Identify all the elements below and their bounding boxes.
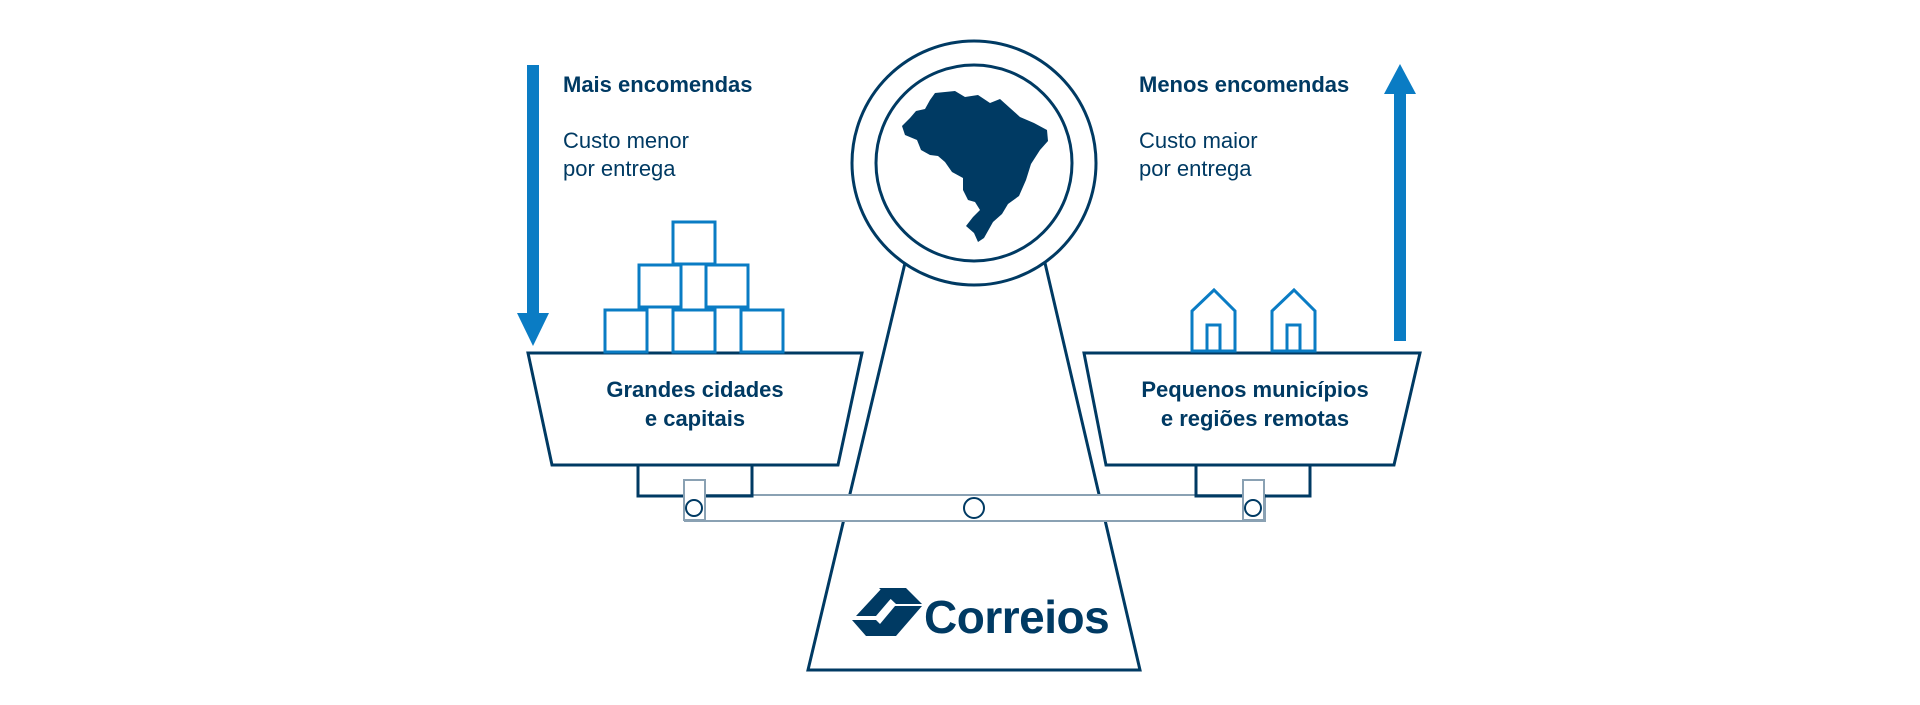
right-heading: Menos encomendas xyxy=(1139,72,1350,97)
box-stack-icon xyxy=(603,220,785,354)
left-pan-label-line-1: Grandes cidades xyxy=(606,377,784,402)
brand-name: Correios xyxy=(924,591,1110,643)
right-pan-label-line-2: e regiões remotas xyxy=(1160,406,1350,431)
right-pan-label: Pequenos municípios e regiões remotas xyxy=(1110,375,1400,433)
left-heading: Mais encomendas xyxy=(563,72,753,97)
left-pan-label-line-2: e capitais xyxy=(644,406,746,431)
brazil-map-icon xyxy=(902,91,1048,242)
right-subtext-line-2: por entrega xyxy=(1139,156,1252,181)
house-icon xyxy=(1190,287,1237,353)
left-subtext-line-2: por entrega xyxy=(563,156,676,181)
right-subtext-line-1: Custo maior xyxy=(1139,128,1258,153)
right-pan-label-line-1: Pequenos municípios xyxy=(1141,377,1369,402)
down-arrow-icon xyxy=(517,65,549,346)
left-pan-label: Grandes cidades e capitais xyxy=(560,375,830,433)
up-arrow-icon xyxy=(1384,64,1416,341)
house-icon xyxy=(1270,287,1317,353)
beam xyxy=(636,465,1312,522)
right-pan xyxy=(1082,351,1422,467)
left-subtext-line-1: Custo menor xyxy=(563,128,689,153)
correios-logo-icon xyxy=(852,588,922,636)
